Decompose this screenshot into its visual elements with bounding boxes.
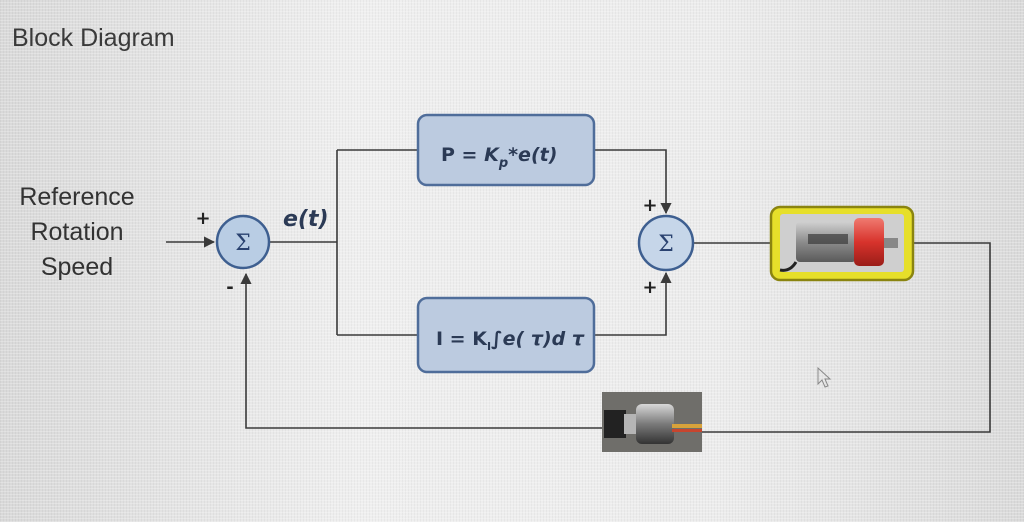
- reference-input-label: Reference Rotation Speed: [6, 180, 148, 285]
- sum2-bottom-sign: +: [642, 277, 657, 298]
- sum2-top-sign: +: [642, 195, 657, 216]
- summing-junction-2: Σ + +: [637, 195, 695, 298]
- reference-label-line2: Rotation: [30, 218, 124, 246]
- sum1-minus-sign: -: [226, 277, 233, 298]
- reference-label-line3: Speed: [40, 253, 114, 281]
- motor-output-line: [700, 242, 991, 433]
- p-k-sub: p: [498, 156, 508, 171]
- feedback-line: [240, 272, 602, 429]
- proportional-formula: P = Kp*e(t): [441, 144, 557, 171]
- p-output-line: [594, 149, 672, 215]
- p-k: K: [484, 144, 500, 166]
- error-signal-label: e(t): [283, 207, 329, 232]
- summing-junction-1: Σ + -: [195, 208, 271, 298]
- sum2-symbol: Σ: [658, 232, 674, 257]
- rotary-encoder-icon: [602, 392, 702, 452]
- i-k: K: [472, 328, 488, 350]
- sum1-symbol: Σ: [235, 231, 251, 256]
- i-output-line: [594, 271, 672, 336]
- mouse-cursor-icon: [817, 366, 832, 388]
- i-lhs: I =: [436, 328, 472, 350]
- p-rhs: *e(t): [508, 144, 557, 166]
- sensor-block: [602, 392, 702, 452]
- proportional-block: P = Kp*e(t): [416, 113, 596, 187]
- sum1-plus-sign: +: [195, 208, 210, 229]
- integral-block: I = KI∫e( τ)d τ: [416, 296, 596, 374]
- integral-formula: I = KI∫e( τ)d τ: [436, 328, 585, 353]
- dc-motor-icon: [779, 218, 898, 272]
- connection-lines: [166, 149, 991, 433]
- p-lhs: P =: [441, 144, 484, 166]
- i-k-sub: I: [487, 340, 491, 353]
- reference-label-line1: Reference: [19, 183, 135, 211]
- page-title: Block Diagram: [12, 24, 175, 52]
- motor-block: [769, 205, 915, 282]
- i-rhs: ∫e( τ)d τ: [491, 328, 585, 350]
